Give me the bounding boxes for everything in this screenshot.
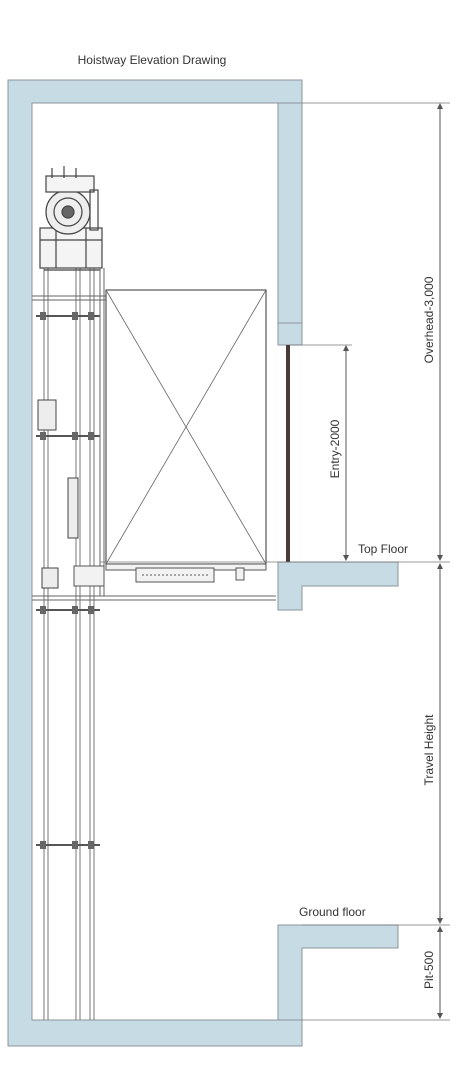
entry-label: Entry-2000 — [328, 419, 342, 478]
pit-label: Pit-500 — [422, 951, 436, 989]
ground-floor-label: Ground floor — [299, 905, 366, 919]
right-upper-wall — [277, 102, 303, 346]
overhead-label: Overhead-3,000 — [422, 276, 436, 363]
ground-floor-slab — [277, 924, 399, 1021]
rail-clips — [40, 312, 94, 849]
car-platform — [73, 563, 267, 587]
car-frame — [32, 268, 276, 601]
pit-dimension: Pit-500 — [302, 926, 450, 1021]
entry-dimension: Entry-2000 — [290, 344, 352, 561]
elevator-car — [105, 289, 267, 565]
travel-height-dimension: Travel Height — [422, 563, 443, 924]
overhead-dimension: Overhead-3,000 — [302, 102, 450, 561]
traction-machine — [39, 166, 103, 271]
landing-door — [286, 345, 290, 562]
hoistway-walls — [7, 79, 399, 1047]
travel-height-label: Travel Height — [422, 714, 436, 786]
governor — [37, 399, 79, 589]
drawing-title: Hoistway Elevation Drawing — [78, 53, 227, 67]
guide-rails — [43, 240, 95, 1020]
top-floor-label: Top Floor — [358, 542, 408, 556]
top-floor-slab — [277, 561, 399, 611]
